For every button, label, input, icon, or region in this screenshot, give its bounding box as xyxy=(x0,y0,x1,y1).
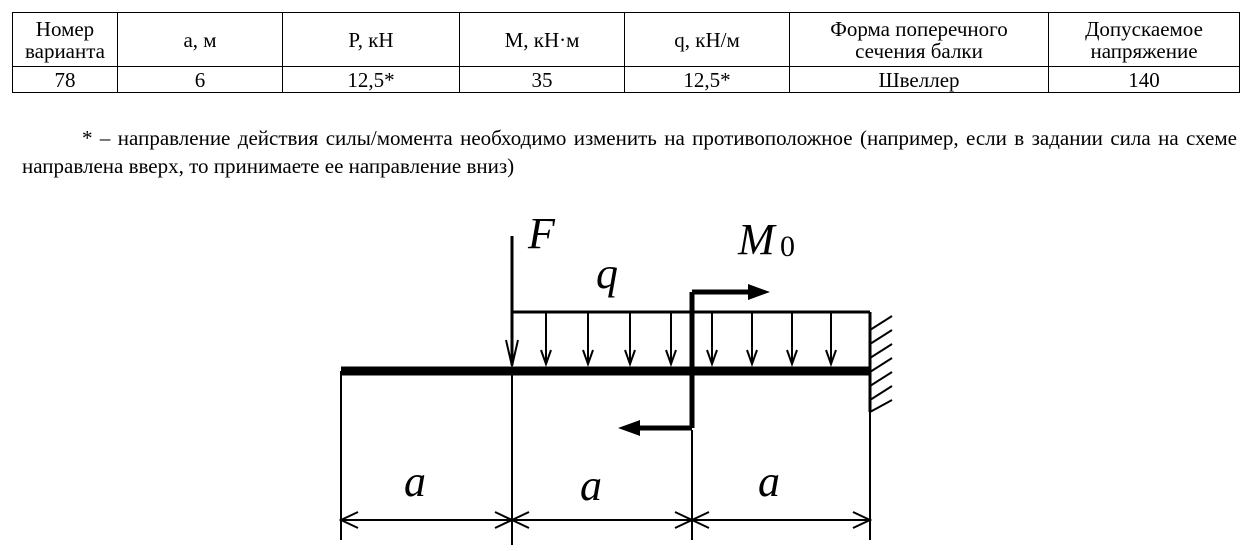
moment-symbol xyxy=(618,284,770,436)
force-label: F xyxy=(527,209,556,258)
header-allowable-stress: Допускаемое напряжение xyxy=(1048,12,1240,67)
note-text: * – направление действия силы/момента не… xyxy=(22,126,1237,178)
cell-section-shape: Швеллер xyxy=(789,66,1049,93)
cell-p: 12,5* xyxy=(282,66,460,93)
fixed-support xyxy=(868,312,893,413)
table-header-row: Номер варианта a, м P, кН M, кН·м q, кН/… xyxy=(12,12,1240,67)
parameters-table: Номер варианта a, м P, кН M, кН·м q, кН/… xyxy=(12,12,1240,93)
header-text-line: M, кН·м xyxy=(504,27,580,52)
load-label: q xyxy=(596,249,618,298)
header-p: P, кН xyxy=(282,12,460,67)
header-a: a, м xyxy=(117,12,283,67)
span-label-1: a xyxy=(404,457,426,506)
header-text-line: q, кН/м xyxy=(674,27,740,52)
header-text-line: напряжение xyxy=(1090,38,1198,63)
cell-m: 35 xyxy=(459,66,625,93)
header-text-line: Допускаемое xyxy=(1085,16,1203,41)
header-text-line: Номер xyxy=(35,16,95,41)
span-label-2: a xyxy=(580,461,602,510)
table-row: 78 6 12,5* 35 12,5* Швеллер 140 xyxy=(12,66,1240,93)
header-m: M, кН·м xyxy=(459,12,625,67)
header-variant-number: Номер варианта xyxy=(12,12,118,67)
header-text-line: a, м xyxy=(183,27,217,52)
header-section-shape: Форма поперечного сечения балки xyxy=(789,12,1049,67)
dimension-lines xyxy=(340,371,871,545)
moment-subscript: 0 xyxy=(780,230,795,263)
span-label-3: a xyxy=(758,457,780,506)
header-q: q, кН/м xyxy=(624,12,790,67)
header-text-line: Форма поперечного xyxy=(830,16,1008,41)
force-arrow xyxy=(505,236,519,367)
cell-q: 12,5* xyxy=(624,66,790,93)
cell-variant-number: 78 xyxy=(12,66,118,93)
dimension-arrows xyxy=(338,511,873,529)
header-text-line: варианта xyxy=(24,38,105,63)
cell-a: 6 xyxy=(117,66,283,93)
header-text-line: P, кН xyxy=(348,27,394,52)
cell-allowable-stress: 140 xyxy=(1048,66,1240,93)
header-text-line: сечения балки xyxy=(855,38,983,63)
direction-note: * – направление действия силы/момента не… xyxy=(22,124,1237,180)
moment-label: M xyxy=(737,215,777,264)
